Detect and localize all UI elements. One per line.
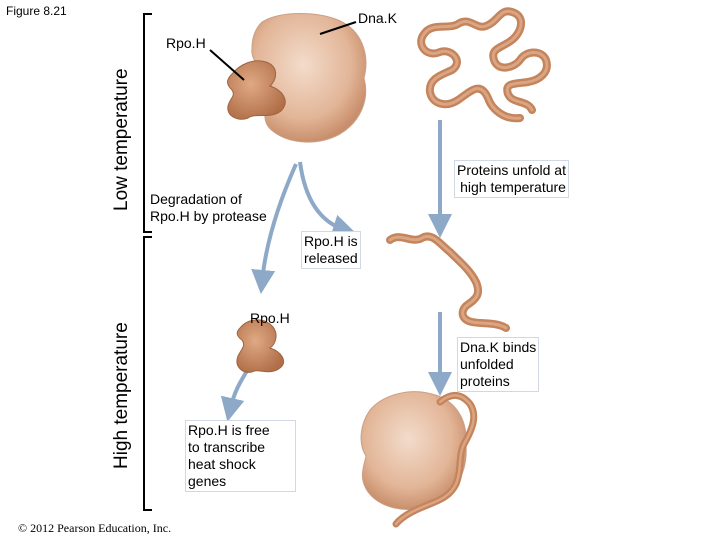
- released-line-1: Rpo.H is: [304, 233, 358, 249]
- dnak-label-top: Dna.K: [358, 10, 397, 26]
- low-temperature-bracket: [143, 13, 152, 233]
- unfold-line-2: high temperature: [460, 179, 566, 195]
- degradation-line-1: Degradation of: [150, 191, 242, 207]
- arrow-degradation: [251, 163, 298, 294]
- rpoh-label-mid: Rpo.H: [250, 310, 290, 326]
- degradation-line-2: Rpo.H by protease: [150, 208, 267, 224]
- dnak-pointer-line: [319, 21, 357, 35]
- free-line-3: heat shock: [188, 456, 256, 472]
- free-line-1: Rpo.H is free: [188, 422, 270, 438]
- unfold-label: Proteins unfold at high temperature: [454, 160, 569, 198]
- dnak-binds-line-1: Dna.K binds: [460, 339, 537, 355]
- unfold-line-1: Proteins unfold at: [457, 162, 566, 178]
- released-line-2: released: [304, 250, 358, 266]
- low-temperature-label: Low temperature: [111, 68, 132, 211]
- degradation-label: Degradation of Rpo.H by protease: [150, 191, 267, 225]
- free-line-2: to transcribe: [188, 439, 266, 455]
- dnak-binds-line-3: proteins: [460, 373, 510, 389]
- figure-label: Figure 8.21: [6, 4, 67, 18]
- rpoh-pointer-line: [209, 49, 245, 81]
- high-temperature-label: High temperature: [111, 322, 132, 469]
- high-temperature-bracket: [143, 236, 152, 511]
- free-line-4: genes: [188, 473, 227, 489]
- rpoh-protein-released: [236, 319, 285, 373]
- dnak-binds-line-2: unfolded: [460, 356, 514, 372]
- rpoh-label-top: Rpo.H: [166, 35, 206, 51]
- arrow-release: [298, 161, 357, 238]
- released-label: Rpo.H is released: [301, 231, 361, 269]
- copyright-notice: © 2012 Pearson Education, Inc.: [18, 521, 172, 535]
- free-label: Rpo.H is free to transcribe heat shock g…: [185, 420, 296, 492]
- rpoh-protein-top: [227, 60, 286, 120]
- dnak-binds-label: Dna.K binds unfolded proteins: [457, 337, 540, 392]
